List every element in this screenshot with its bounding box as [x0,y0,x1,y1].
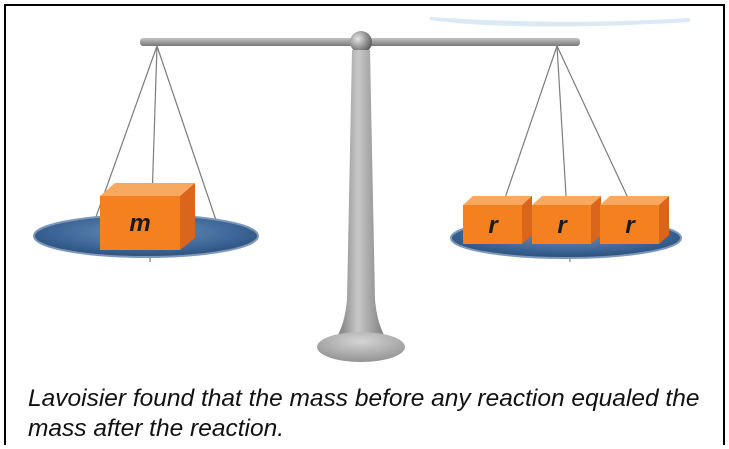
right-block-3-label: r [625,212,636,239]
pivot-knob [350,31,372,53]
background-swoosh [430,17,690,27]
figure-caption: Lavoisier found that the mass before any… [28,385,700,442]
stand-base [317,332,405,362]
left-block-label: m [129,210,150,237]
right-block-1-label: r [488,212,499,239]
right-block-3: r [600,196,669,244]
right-block-1: r [463,196,532,244]
stand-column [330,50,392,346]
right-block-2-label: r [557,212,568,239]
right-block-2: r [532,196,601,244]
left-block-m: m [100,183,195,250]
